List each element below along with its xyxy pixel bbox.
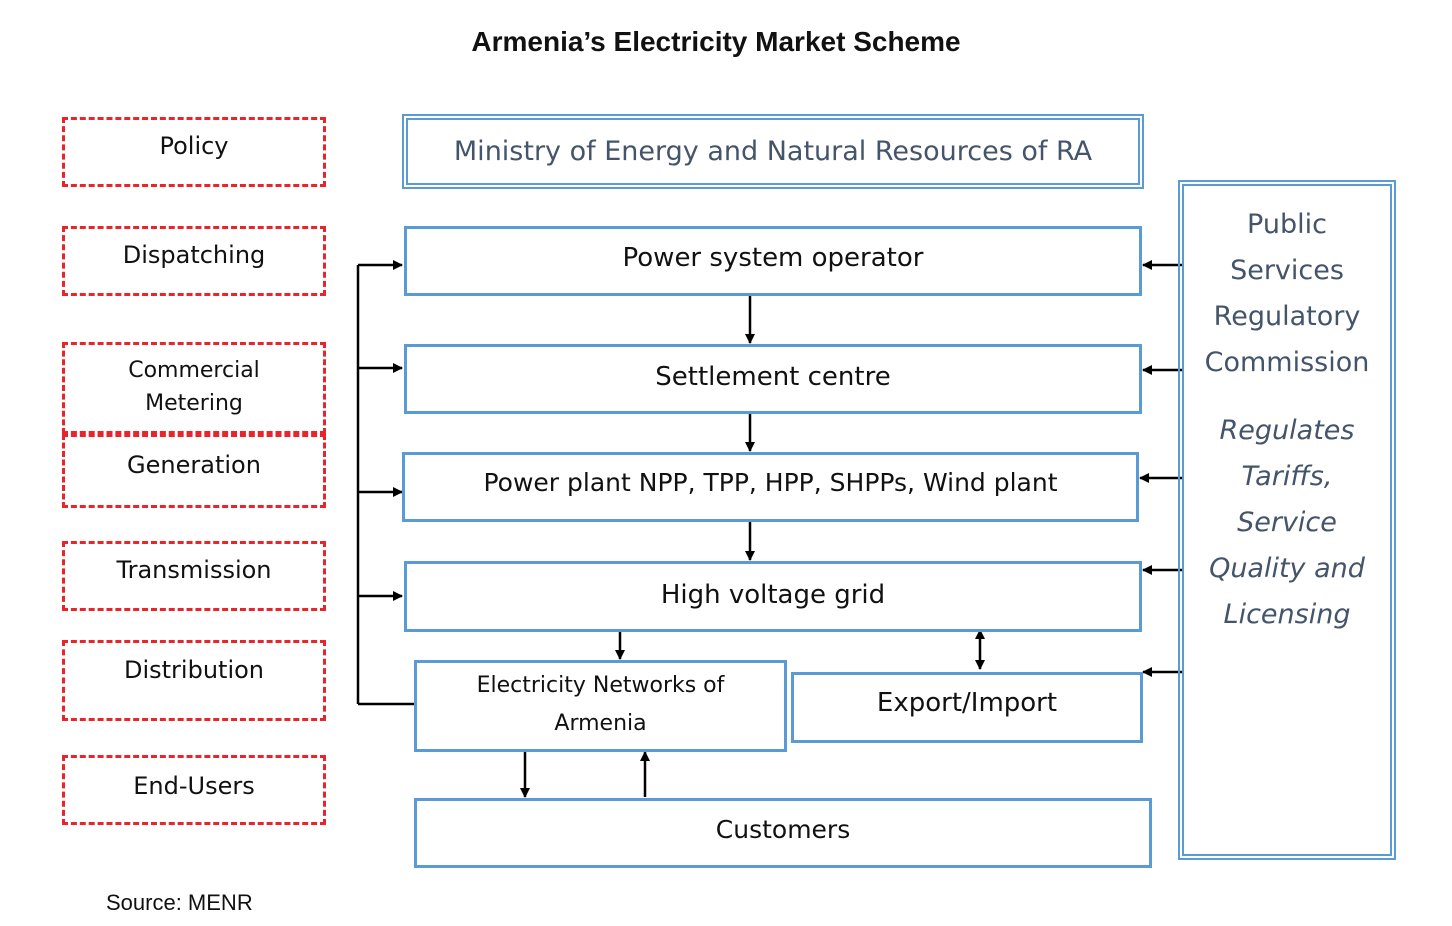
category-end-users: End-Users (62, 755, 326, 825)
category-end-users-label: End-Users (133, 772, 255, 800)
power-plant-box: Power plant NPP, TPP, HPP, SHPPs, Wind p… (402, 452, 1139, 522)
networks-label: Electricity Networks of Armenia (476, 673, 725, 736)
category-distribution: Distribution (62, 640, 326, 721)
category-transmission-label: Transmission (116, 556, 272, 584)
hv-grid-label: High voltage grid (660, 579, 886, 610)
settlement-box: Settlement centre (404, 344, 1142, 414)
category-generation-label: Generation (127, 451, 261, 479)
customers-label: Customers (715, 814, 851, 844)
export-import-box: Export/Import (791, 672, 1143, 743)
category-policy: Policy (62, 117, 326, 187)
category-transmission: Transmission (62, 541, 326, 611)
regulator-role: Regulates Tariffs, Service Quality and L… (1209, 415, 1365, 630)
regulator-name: Public Services Regulatory Commission (1204, 209, 1370, 378)
settlement-label: Settlement centre (655, 362, 891, 392)
category-distribution-label: Distribution (123, 655, 264, 684)
power-plant-label: Power plant NPP, TPP, HPP, SHPPs, Wind p… (483, 467, 1058, 497)
category-commercial-metering: Commercial Metering (62, 342, 326, 434)
customers-box: Customers (414, 798, 1152, 868)
export-import-label: Export/Import (876, 687, 1058, 718)
category-policy-label: Policy (159, 132, 229, 160)
diagram-title: Armenia’s Electricity Market Scheme (471, 26, 961, 57)
networks-box: Electricity Networks of Armenia (414, 660, 787, 752)
category-commercial-metering-label: Commercial Metering (128, 358, 260, 416)
ministry-box: Ministry of Energy and Natural Resources… (402, 114, 1144, 189)
operator-label: Power system operator (622, 243, 924, 273)
category-dispatching: Dispatching (62, 226, 326, 296)
hv-grid-box: High voltage grid (404, 561, 1142, 632)
operator-box: Power system operator (404, 226, 1142, 296)
ministry-label: Ministry of Energy and Natural Resources… (453, 136, 1093, 167)
category-dispatching-label: Dispatching (122, 241, 266, 269)
regulator-box: Public Services Regulatory Commission Re… (1178, 180, 1396, 860)
source-note: Source: MENR (106, 890, 253, 915)
category-generation: Generation (62, 434, 326, 508)
